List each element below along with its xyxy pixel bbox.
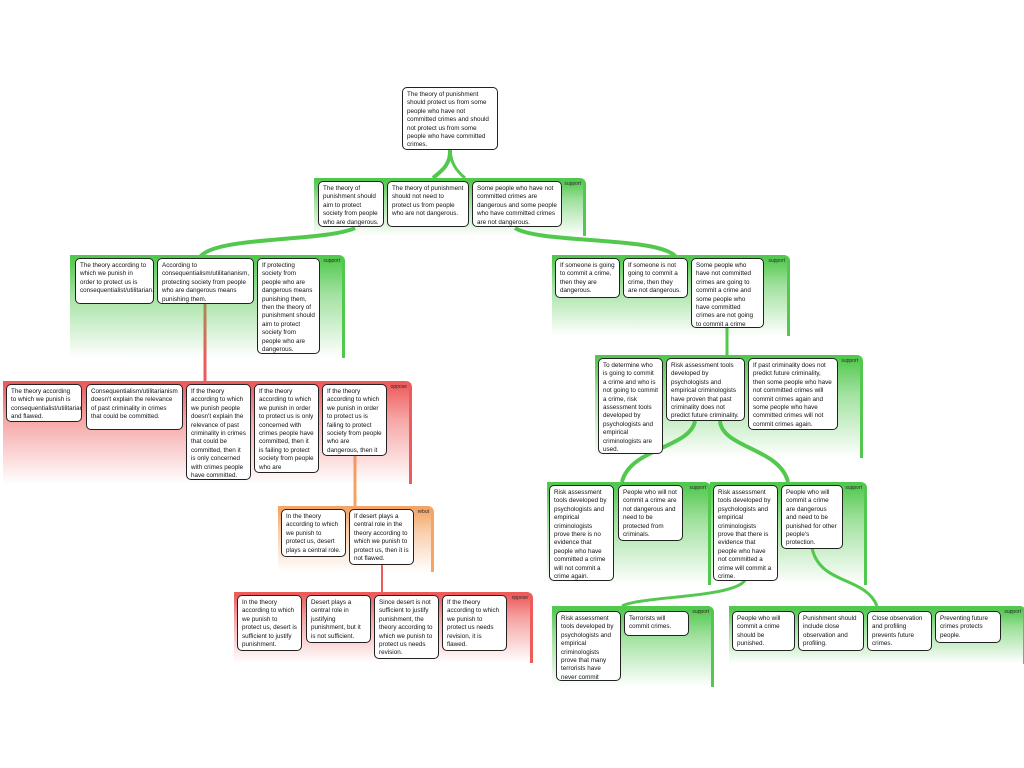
link-s1-root: [431, 149, 453, 180]
claim-node-s2b[interactable]: According to consequentialism/utilitaria…: [157, 258, 254, 304]
claim-node-s5b[interactable]: People who will not commit a crime are n…: [618, 485, 683, 541]
rebut-label: rebut: [417, 509, 429, 515]
claim-node-s8a[interactable]: People who will commit a crime should be…: [732, 611, 795, 651]
claim-node-s1a[interactable]: The theory of punishment should aim to p…: [318, 181, 384, 227]
support-label: support: [845, 485, 862, 491]
claim-node-s3a[interactable]: If someone is going to commit a crime, t…: [555, 258, 620, 298]
claim-node-r1b[interactable]: If desert plays a central role in the th…: [349, 509, 414, 565]
oppose-label: oppose: [511, 595, 528, 601]
claim-node-s2c[interactable]: If protecting society from people who ar…: [257, 258, 320, 354]
claim-node-o1a[interactable]: The theory according to which we punish …: [6, 384, 82, 422]
claim-node-s4a[interactable]: To determine who is going to commit a cr…: [598, 358, 663, 454]
support-label: support: [564, 181, 581, 187]
claim-node-r1a[interactable]: In the theory according to which we puni…: [281, 509, 346, 557]
claim-node-o1b[interactable]: Consequentialism/utilitarianism doesn't …: [86, 384, 183, 430]
claim-node-s2a[interactable]: The theory according to which we punish …: [75, 258, 154, 304]
claim-node-o1c[interactable]: If the theory according to which we puni…: [186, 384, 251, 480]
link-s1-root-b: [448, 149, 466, 180]
support-label: support: [841, 358, 858, 364]
claim-node-s3c[interactable]: Some people who have not committed crime…: [691, 258, 764, 328]
claim-node-root[interactable]: The theory of punishment should protect …: [402, 87, 498, 150]
support-label: support: [323, 258, 340, 264]
link-s7-s6a: [621, 578, 747, 608]
claim-node-o1d[interactable]: If the theory according to which we puni…: [254, 384, 319, 473]
support-label: support: [1004, 609, 1021, 615]
claim-node-s1b[interactable]: The theory of punishment should not need…: [387, 181, 469, 227]
claim-node-o2a[interactable]: In the theory according to which we puni…: [237, 595, 302, 651]
support-label: support: [689, 485, 706, 491]
claim-node-o2b[interactable]: Desert plays a central role in justifyin…: [306, 595, 371, 643]
claim-node-s1c[interactable]: Some people who have not committed crime…: [472, 181, 562, 227]
claim-node-s7b[interactable]: Terrorists will commit crimes.: [624, 611, 689, 636]
claim-node-s6a[interactable]: Risk assessment tools developed by psych…: [713, 485, 778, 581]
claim-node-s6b[interactable]: People who will commit a crime are dange…: [781, 485, 843, 549]
oppose-label: oppose: [390, 384, 407, 390]
claim-node-s8c[interactable]: Close observation and profiling prevents…: [867, 611, 932, 651]
claim-node-o2d[interactable]: If the theory according to which we puni…: [442, 595, 507, 651]
claim-node-o2c[interactable]: Since desert is not sufficient to justif…: [374, 595, 439, 659]
claim-node-s4c[interactable]: If past criminality does not predict fut…: [748, 358, 838, 430]
claim-node-s5a[interactable]: Risk assessment tools developed by psych…: [549, 485, 614, 581]
support-label: support: [768, 258, 785, 264]
claim-node-s7a[interactable]: Risk assessment tools developed by psych…: [556, 611, 621, 681]
claim-node-s3b[interactable]: If someone is not going to commit a crim…: [623, 258, 688, 298]
claim-node-s4b[interactable]: Risk assessment tools developed by psych…: [666, 358, 745, 421]
support-label: support: [692, 609, 709, 615]
claim-node-o1e[interactable]: If the theory according to which we puni…: [322, 384, 387, 456]
claim-node-s8b[interactable]: Punishment should include close observat…: [798, 611, 864, 651]
claim-node-s8d[interactable]: Preventing future crimes protects people…: [935, 611, 1001, 643]
